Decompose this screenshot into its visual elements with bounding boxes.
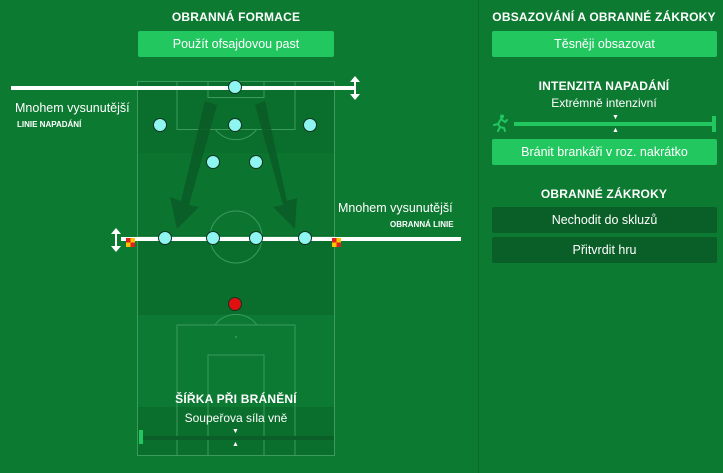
defensive-width-value: Soupeřova síla vně xyxy=(184,411,288,425)
pressing-default-marker-icon: ▼ xyxy=(612,114,619,121)
pressing-intensity-value: Extrémně intenzivní xyxy=(551,96,657,110)
pitch-markings xyxy=(137,81,335,456)
tactics-pitch xyxy=(137,81,335,456)
player-left-centre-back[interactable] xyxy=(206,231,220,245)
stay-on-feet-button[interactable]: Nechodit do skluzů xyxy=(492,207,717,233)
defensive-line-drag-handle-icon[interactable] xyxy=(109,228,123,252)
pressing-slider-handle[interactable] xyxy=(712,116,716,132)
prevent-gk-short-distribution-button[interactable]: Bránit brankáři v roz. nakrátko xyxy=(492,139,717,165)
line-of-engagement-sublabel: LINIE NAPADÁNÍ xyxy=(17,120,82,129)
player-right-attacking[interactable] xyxy=(303,118,317,132)
pressing-default-marker-icon: ▲ xyxy=(612,127,619,134)
defensive-width-slider-handle[interactable] xyxy=(139,430,143,444)
defensive-line-label: Mnohem vysunutější xyxy=(338,201,453,215)
line-of-engagement-drag-handle-icon[interactable] xyxy=(348,76,362,100)
tackling-title: OBRANNÉ ZÁKROKY xyxy=(540,187,668,201)
offside-flag-left-icon xyxy=(126,234,135,247)
player-right-centre-back[interactable] xyxy=(249,231,263,245)
defensive-width-slider-track[interactable] xyxy=(139,436,334,440)
defensive-shape-title: OBRANNÁ FORMACE xyxy=(171,10,301,24)
pressing-slider-fill xyxy=(514,122,716,126)
tighter-marking-button[interactable]: Těsněji obsazovat xyxy=(492,31,717,57)
marking-title: OBSAZOVÁNÍ A OBRANNÉ ZÁKROKY xyxy=(492,10,716,24)
defensive-width-default-marker-icon: ▲ xyxy=(232,441,239,448)
line-of-engagement-label: Mnohem vysunutější xyxy=(15,101,130,115)
offside-flag-right-icon xyxy=(332,234,341,247)
defensive-width-title: ŠÍŘKA PŘI BRÁNĚNÍ xyxy=(175,392,297,406)
player-striker[interactable] xyxy=(228,80,242,94)
offside-trap-button[interactable]: Použít ofsajdovou past xyxy=(138,31,334,57)
player-left-midfielder[interactable] xyxy=(206,155,220,169)
pressing-intensity-title: INTENZITA NAPADÁNÍ xyxy=(538,79,670,93)
player-attacking-mid[interactable] xyxy=(228,118,242,132)
defensive-line-sublabel: OBRANNÁ LINIE xyxy=(390,220,454,229)
player-left-attacking[interactable] xyxy=(153,118,167,132)
player-right-midfielder[interactable] xyxy=(249,155,263,169)
player-goalkeeper[interactable] xyxy=(228,297,242,311)
column-divider xyxy=(478,0,479,473)
running-player-icon xyxy=(492,114,508,132)
player-left-back[interactable] xyxy=(158,231,172,245)
line-of-engagement-bar[interactable] xyxy=(11,86,356,90)
defensive-width-default-marker-icon: ▼ xyxy=(232,428,239,435)
get-stuck-in-button[interactable]: Přitvrdit hru xyxy=(492,237,717,263)
player-right-back[interactable] xyxy=(298,231,312,245)
defensive-line-bar[interactable] xyxy=(121,237,461,241)
